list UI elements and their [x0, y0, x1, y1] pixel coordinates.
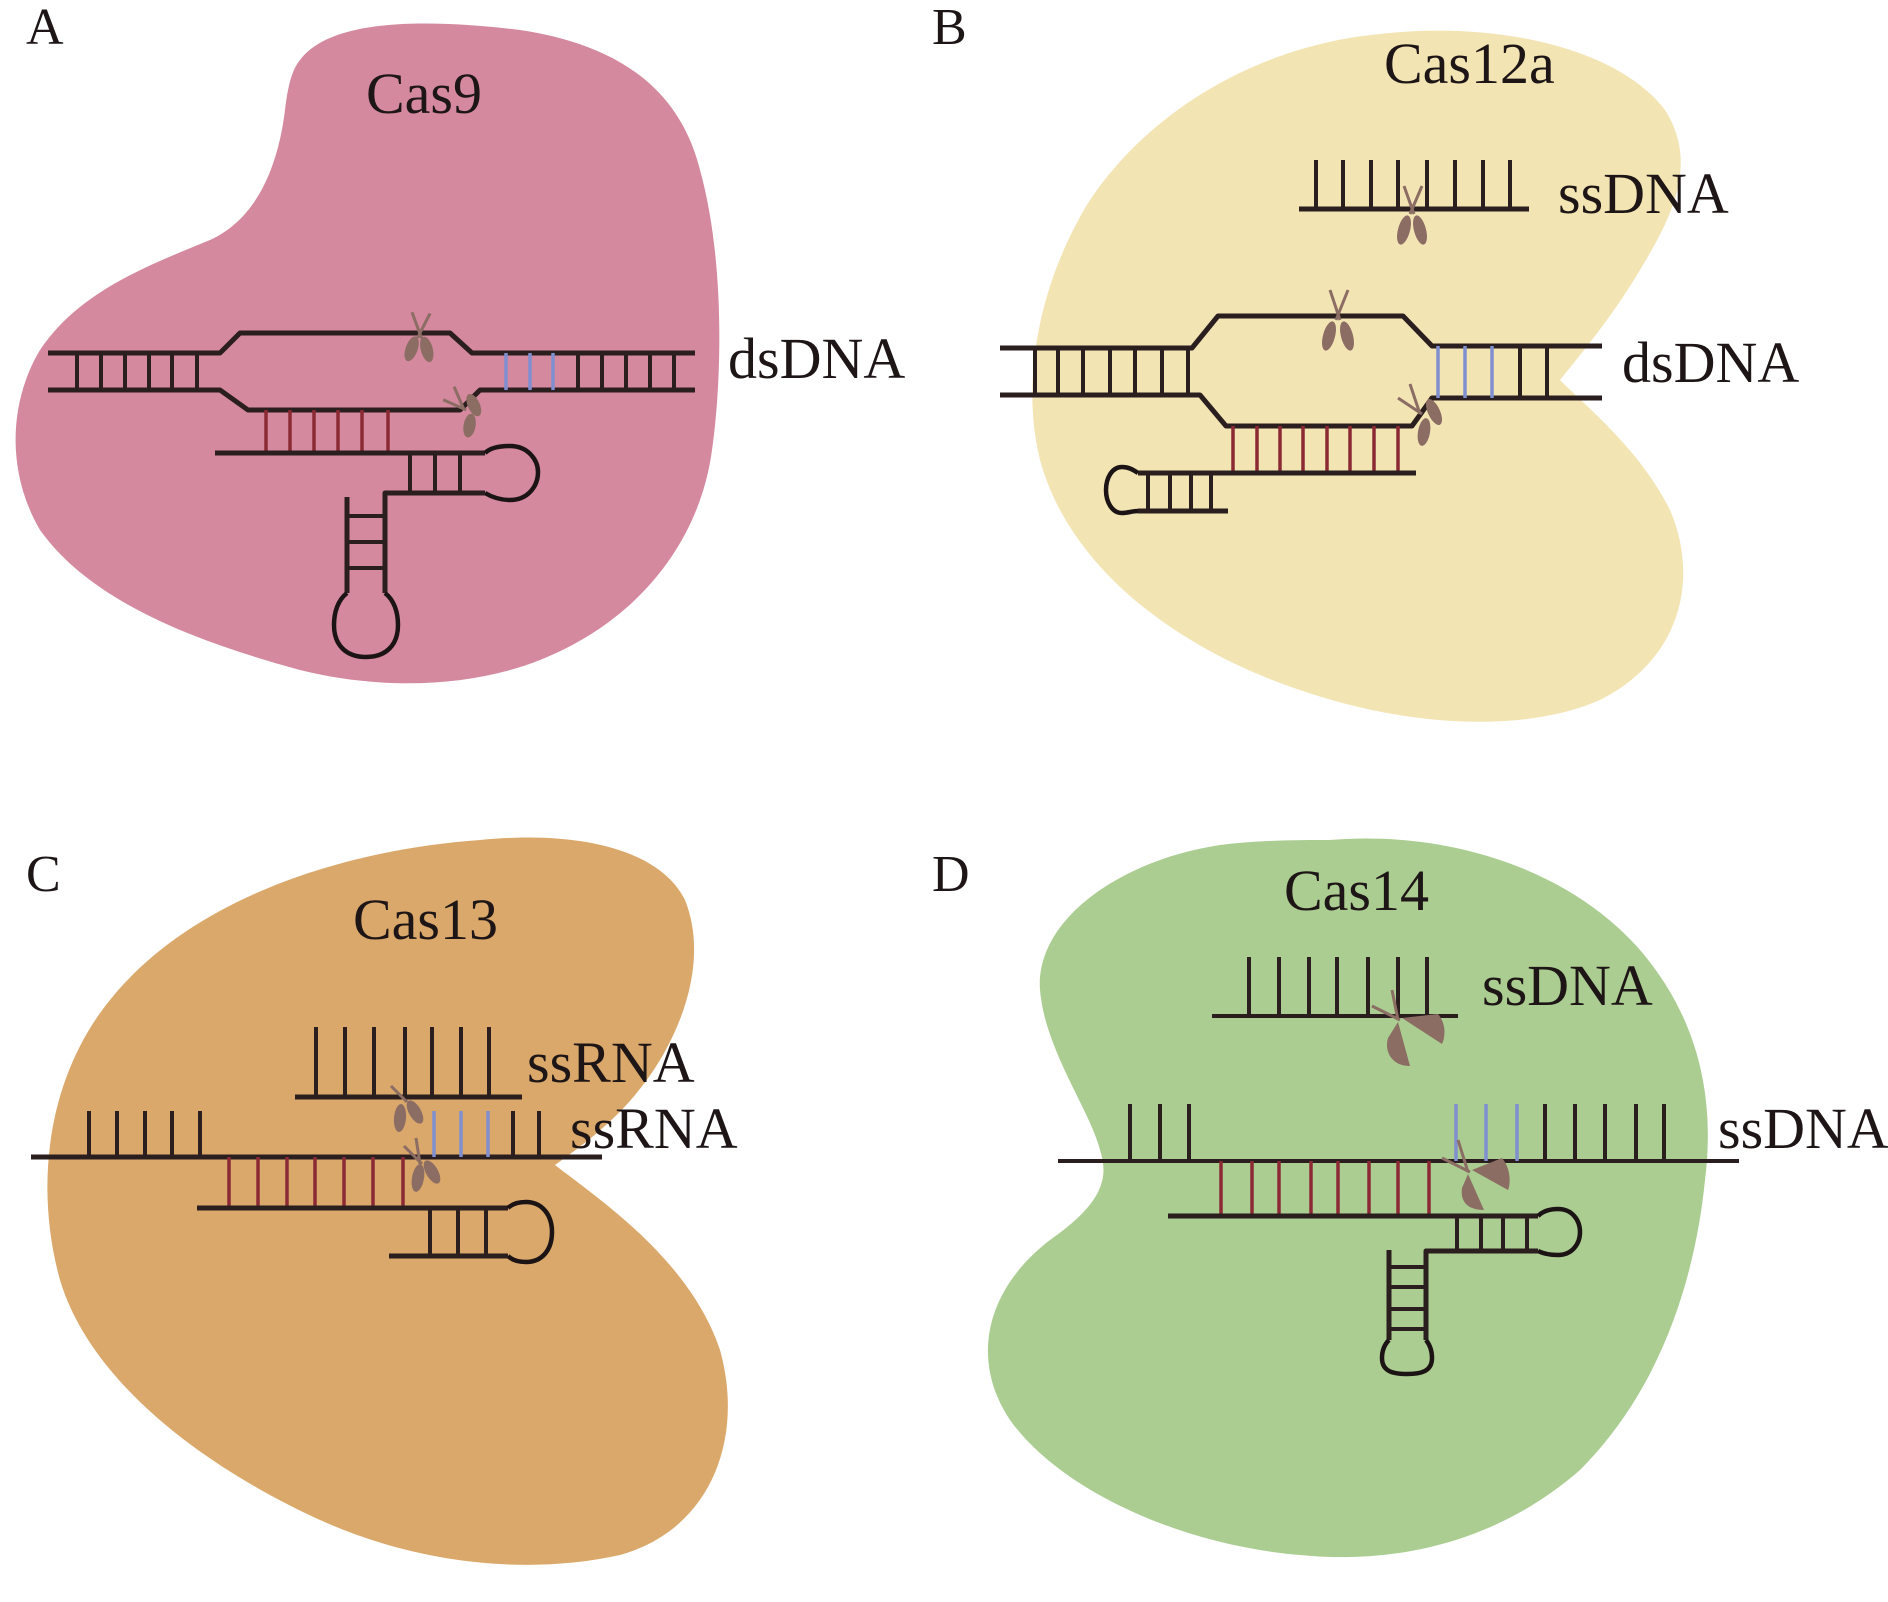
- cas14-protein-blob: [987, 838, 1708, 1558]
- panel-d: D Cas14 ssDNA ssDNA: [932, 838, 1888, 1558]
- guide-pairing-rungs: [264, 410, 390, 453]
- collateral-label-ssdna: ssDNA: [1558, 161, 1729, 226]
- protein-label-cas13: Cas13: [353, 887, 498, 952]
- target-label-ssrna: ssRNA: [570, 1096, 738, 1161]
- target-label-dsdna: dsDNA: [728, 326, 905, 391]
- panel-letter-c: C: [26, 846, 61, 903]
- protein-label-cas9: Cas9: [366, 61, 482, 126]
- sgrna-hairpin-loop-2: [331, 591, 401, 660]
- panel-letter-d: D: [932, 846, 970, 903]
- dsdna-top-strand: [48, 330, 695, 356]
- left-duplex-rungs: [75, 353, 199, 390]
- scissors-icon: [402, 1137, 441, 1192]
- scissors-icon: [389, 1084, 424, 1132]
- pam-rungs: [504, 353, 555, 390]
- ssdna-target: [1058, 1104, 1739, 1216]
- protein-label-cas12a: Cas12a: [1384, 31, 1555, 96]
- collateral-ssrna: [295, 1027, 522, 1100]
- right-duplex-rungs: [576, 353, 676, 390]
- panel-b: B Cas12a ssDNA dsDNA: [932, 0, 1799, 722]
- target-label-dsdna: dsDNA: [1622, 330, 1799, 395]
- collateral-label-ssdna: ssDNA: [1482, 953, 1653, 1018]
- dsdna-target: [1000, 313, 1602, 473]
- sgrna-hairpin-loop-1: [483, 443, 541, 503]
- sgrna: [215, 443, 541, 660]
- scissors-icon: [404, 311, 434, 363]
- collateral-ssdna: [1212, 957, 1458, 1018]
- scissors-icon: [1371, 989, 1445, 1066]
- panel-c: C Cas13 ssRNA ssRNA: [26, 837, 738, 1565]
- dsdna-bottom-strand: [48, 387, 695, 413]
- dsdna-bottom-strand: [1000, 392, 1602, 429]
- sgrna: [1168, 1206, 1583, 1377]
- panel-letter-b: B: [932, 0, 967, 56]
- panel-a: A Cas9 dsDNA: [15, 0, 905, 684]
- scissors-icon: [1441, 1139, 1510, 1210]
- sgrna-hairpin-lower-strand: [382, 490, 485, 593]
- dsdna-target: [48, 330, 695, 453]
- cas13-protein-blob: [47, 837, 728, 1565]
- scissors-icon: [1397, 185, 1427, 245]
- cas9-protein-blob: [15, 23, 720, 684]
- panel-letter-a: A: [26, 0, 64, 56]
- scissors-icon: [1397, 383, 1443, 446]
- crrna: [197, 1199, 555, 1265]
- ssrna-target: [31, 1111, 602, 1208]
- scissors-icon: [1322, 289, 1354, 351]
- collateral-label-ssrna: ssRNA: [527, 1030, 695, 1095]
- cas12a-protein-blob: [1032, 30, 1684, 722]
- scissors-icon: [442, 386, 482, 438]
- collateral-ssdna: [1299, 160, 1529, 212]
- target-label-ssdna: ssDNA: [1718, 1096, 1888, 1161]
- crrna: [1103, 464, 1416, 516]
- protein-label-cas14: Cas14: [1284, 858, 1429, 923]
